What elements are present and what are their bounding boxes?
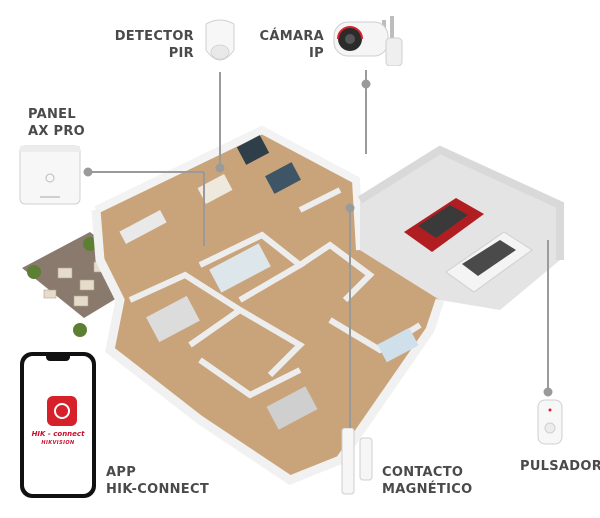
hik-connect-app-icon[interactable] xyxy=(47,396,77,426)
label-contact-line1: CONTACTO xyxy=(382,465,464,480)
label-detector-line2: PIR xyxy=(168,46,194,61)
label-detector-pir: DETECTOR PIR xyxy=(100,28,194,62)
label-pulsador-line1: PULSADOR xyxy=(520,459,600,474)
alarm-panel-icon xyxy=(18,144,82,211)
label-app-line1: APP xyxy=(106,465,137,480)
label-camara-ip: CÁMARA IP xyxy=(240,28,324,62)
label-app-line2: HIK-CONNECT xyxy=(106,482,209,497)
pulsador-leader-dot xyxy=(543,387,553,397)
label-camera-line1: CÁMARA xyxy=(259,29,324,44)
app-brand-text: HIK - connect xyxy=(31,430,85,438)
red-car xyxy=(404,198,484,252)
contact-leader-dot xyxy=(345,203,355,213)
detector-leader-dot xyxy=(215,163,225,173)
garage-walls xyxy=(357,145,564,260)
camera-leader-dot xyxy=(361,79,371,89)
ip-camera-icon xyxy=(330,14,406,71)
phone-notch xyxy=(46,356,70,361)
phone-screen: HIK - connect HIKVISION xyxy=(24,356,92,494)
house-floor xyxy=(96,130,440,480)
label-contact-line2: MAGNÉTICO xyxy=(382,482,473,497)
label-app-hik-connect: APP HIK-CONNECT xyxy=(106,464,209,498)
label-contacto-magnetico: CONTACTO MAGNÉTICO xyxy=(382,464,472,498)
panic-button-icon xyxy=(536,398,564,451)
label-panel-line1: PANEL xyxy=(28,107,76,122)
panel-leader-dot xyxy=(83,167,93,177)
magnetic-contact-icon xyxy=(340,427,376,503)
white-car xyxy=(445,231,533,293)
outer-walls-lower xyxy=(91,209,445,486)
label-camera-line2: IP xyxy=(309,46,324,61)
app-maker-text: HIKVISION xyxy=(41,440,75,446)
pir-detector-icon xyxy=(203,16,237,75)
label-detector-line1: DETECTOR xyxy=(114,29,194,44)
label-panel-ax-pro: PANEL AX PRO xyxy=(28,106,85,140)
label-pulsador: PULSADOR xyxy=(520,458,600,475)
smartphone-icon: HIK - connect HIKVISION xyxy=(20,352,96,498)
outer-walls xyxy=(94,125,364,251)
label-panel-line2: AX PRO xyxy=(28,124,85,139)
furniture xyxy=(119,135,419,430)
